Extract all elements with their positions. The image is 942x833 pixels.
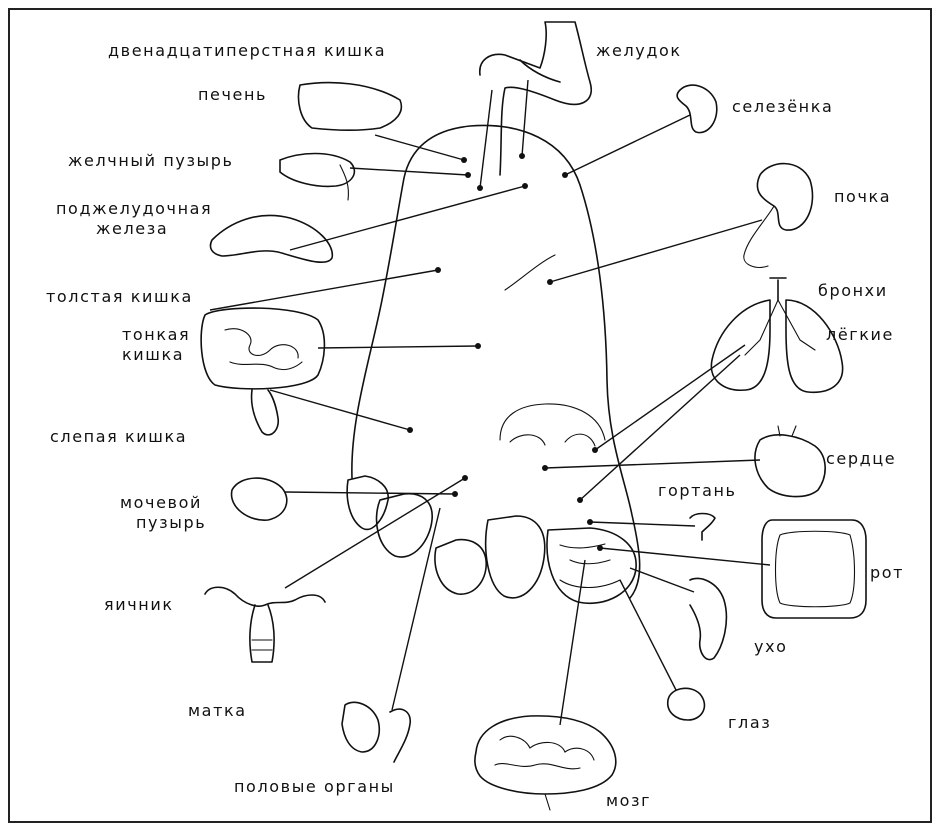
label-duodenum: двенадцатиперстная кишка [108,41,386,60]
label-bronchi: бронхи [818,281,888,300]
foot-toes [347,476,636,603]
brain-sketch [475,716,616,810]
intestines-sketch [201,308,324,435]
label-kidney: почка [834,187,891,206]
label-larynx: гортань [658,481,737,500]
spleen-sketch [677,85,717,133]
label-pancreas-line2: железа [96,219,168,238]
liver-sketch [299,83,402,131]
label-liver: печень [198,85,267,104]
kidney-sketch [744,164,813,268]
eye-sketch [668,688,705,720]
label-ear: ухо [754,637,788,656]
organ-labels: двенадцатиперстная кишка желудок печень … [46,41,904,810]
label-bladder-line1: мочевой [120,493,202,512]
pancreas-sketch [210,215,332,262]
reflex-points [407,153,603,551]
label-genitals: половые органы [234,777,395,796]
genitals-sketch [342,702,410,762]
label-stomach: желудок [596,41,682,60]
stomach-duodenum-sketch [480,22,591,175]
label-bladder-line2: пузырь [136,513,206,532]
label-cecum: слепая кишка [50,427,187,446]
label-lungs: лёгкие [826,325,894,344]
label-colon: толстая кишка [46,287,193,306]
mouth-sketch [762,520,866,618]
bladder-sketch [232,478,287,520]
label-small-intestine-line2: кишка [122,345,184,364]
larynx-sketch [690,514,715,541]
label-spleen: селезёнка [732,97,833,116]
label-heart: сердце [826,449,896,468]
label-uterus: матка [188,701,247,720]
label-small-intestine-line1: тонкая [122,325,190,344]
gallbladder-sketch [280,154,354,201]
label-eye: глаз [728,713,771,732]
foot-sole-outline [352,125,640,598]
ovary-uterus-sketch [205,587,325,662]
ear-sketch [690,578,726,659]
heart-sketch [755,426,825,497]
leader-lines [210,80,770,725]
label-ovary: яичник [104,595,174,614]
label-gallbladder: желчный пузырь [68,151,234,170]
label-mouth: рот [870,563,904,582]
label-pancreas-line1: поджелудочная [56,199,212,218]
label-brain: мозг [606,791,651,810]
